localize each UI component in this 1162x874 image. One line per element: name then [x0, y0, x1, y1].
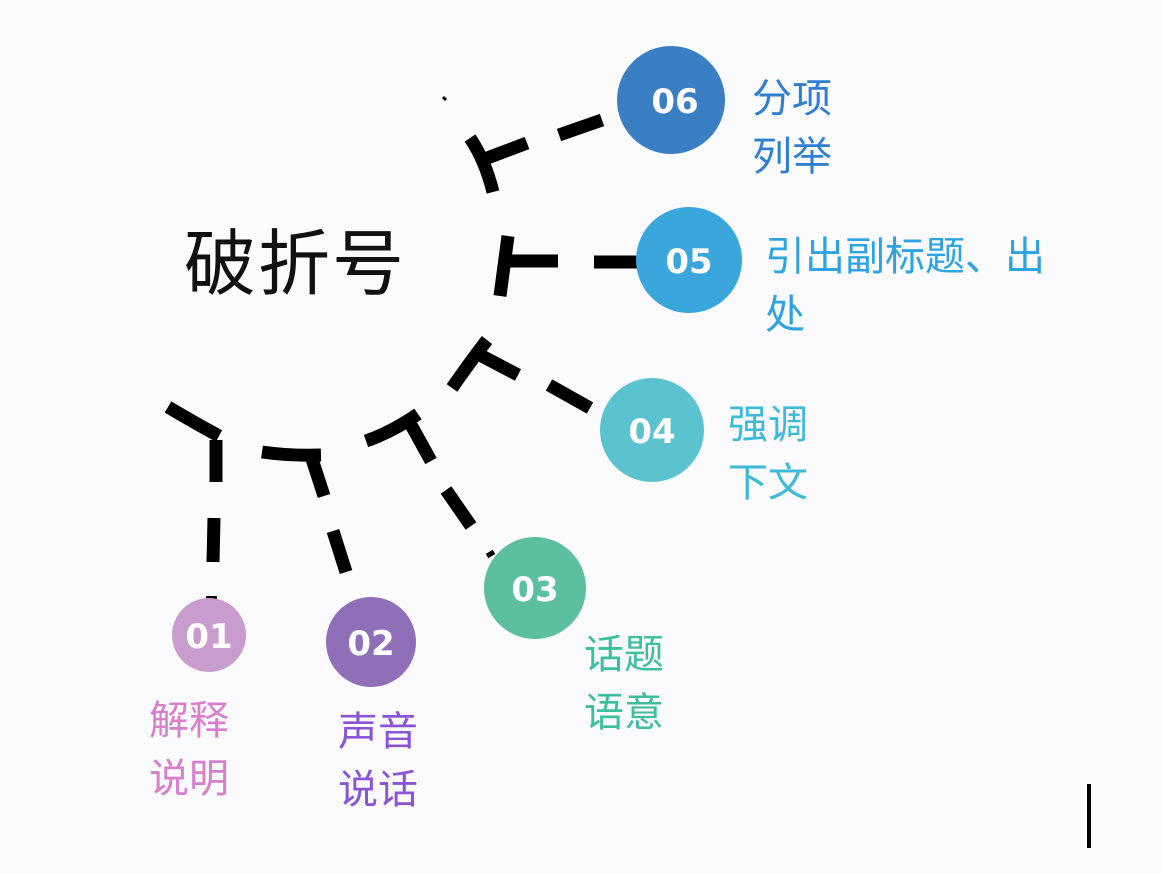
label-line: 解释 — [149, 698, 229, 744]
node-circle — [172, 598, 246, 672]
spine-dash — [440, 486, 477, 530]
label-line: 强调 — [728, 402, 808, 448]
label-line: 分项 — [752, 76, 832, 122]
node-03: 03 — [484, 537, 586, 639]
spine-dash — [476, 349, 522, 381]
spine-dash — [493, 235, 515, 297]
label-line: 声音 — [338, 709, 418, 755]
node-circle — [636, 207, 742, 313]
node-circle — [617, 46, 725, 154]
spine-dash — [545, 379, 594, 414]
spine-dash — [446, 336, 493, 392]
spine-dash — [479, 136, 530, 167]
spine-dash — [164, 401, 223, 442]
label-line: 列举 — [752, 134, 832, 180]
node-06: 06 — [617, 46, 725, 154]
spine-dash — [326, 529, 353, 574]
node-label-02: 声音 说话 — [338, 703, 418, 819]
node-label-05: 引出副标题、出 处 — [765, 228, 1045, 344]
spine-dash — [261, 445, 322, 462]
spine-dash — [464, 134, 500, 194]
node-number: 05 — [665, 242, 712, 282]
label-line: 下文 — [728, 460, 808, 506]
node-number: 02 — [347, 624, 394, 664]
node-circle — [600, 378, 704, 482]
node-04: 04 — [600, 378, 704, 482]
label-line: 说明 — [149, 756, 229, 802]
node-02: 02 — [326, 597, 416, 687]
label-line: 说话 — [338, 767, 418, 813]
node-label-01: 解释 说明 — [149, 692, 229, 808]
spine-dash — [363, 408, 422, 448]
node-number: 01 — [185, 617, 232, 657]
spine-dash — [485, 549, 496, 559]
text-cursor — [1087, 784, 1091, 848]
node-label-04: 强调 下文 — [728, 396, 808, 512]
node-number: 03 — [511, 570, 558, 610]
spine-dash — [404, 419, 437, 465]
node-label-06: 分项 列举 — [752, 70, 832, 186]
node-number: 04 — [628, 412, 675, 452]
label-line: 处 — [765, 292, 805, 338]
spine-dashes — [164, 95, 640, 602]
label-line: 话题 — [584, 632, 664, 678]
label-line: 引出副标题、出 — [765, 234, 1045, 280]
label-line: 语意 — [584, 690, 664, 736]
node-circle — [484, 537, 586, 639]
diagram-title: 破折号 — [184, 222, 407, 306]
spine-dash — [305, 456, 331, 499]
node-05: 05 — [636, 207, 742, 313]
spine-dash — [441, 95, 448, 102]
node-01: 01 — [172, 598, 246, 672]
node-number: 06 — [651, 82, 698, 122]
node-circle — [326, 597, 416, 687]
spine-dash — [556, 113, 605, 142]
spine-dash — [206, 517, 221, 563]
node-label-03: 话题 语意 — [584, 626, 664, 742]
